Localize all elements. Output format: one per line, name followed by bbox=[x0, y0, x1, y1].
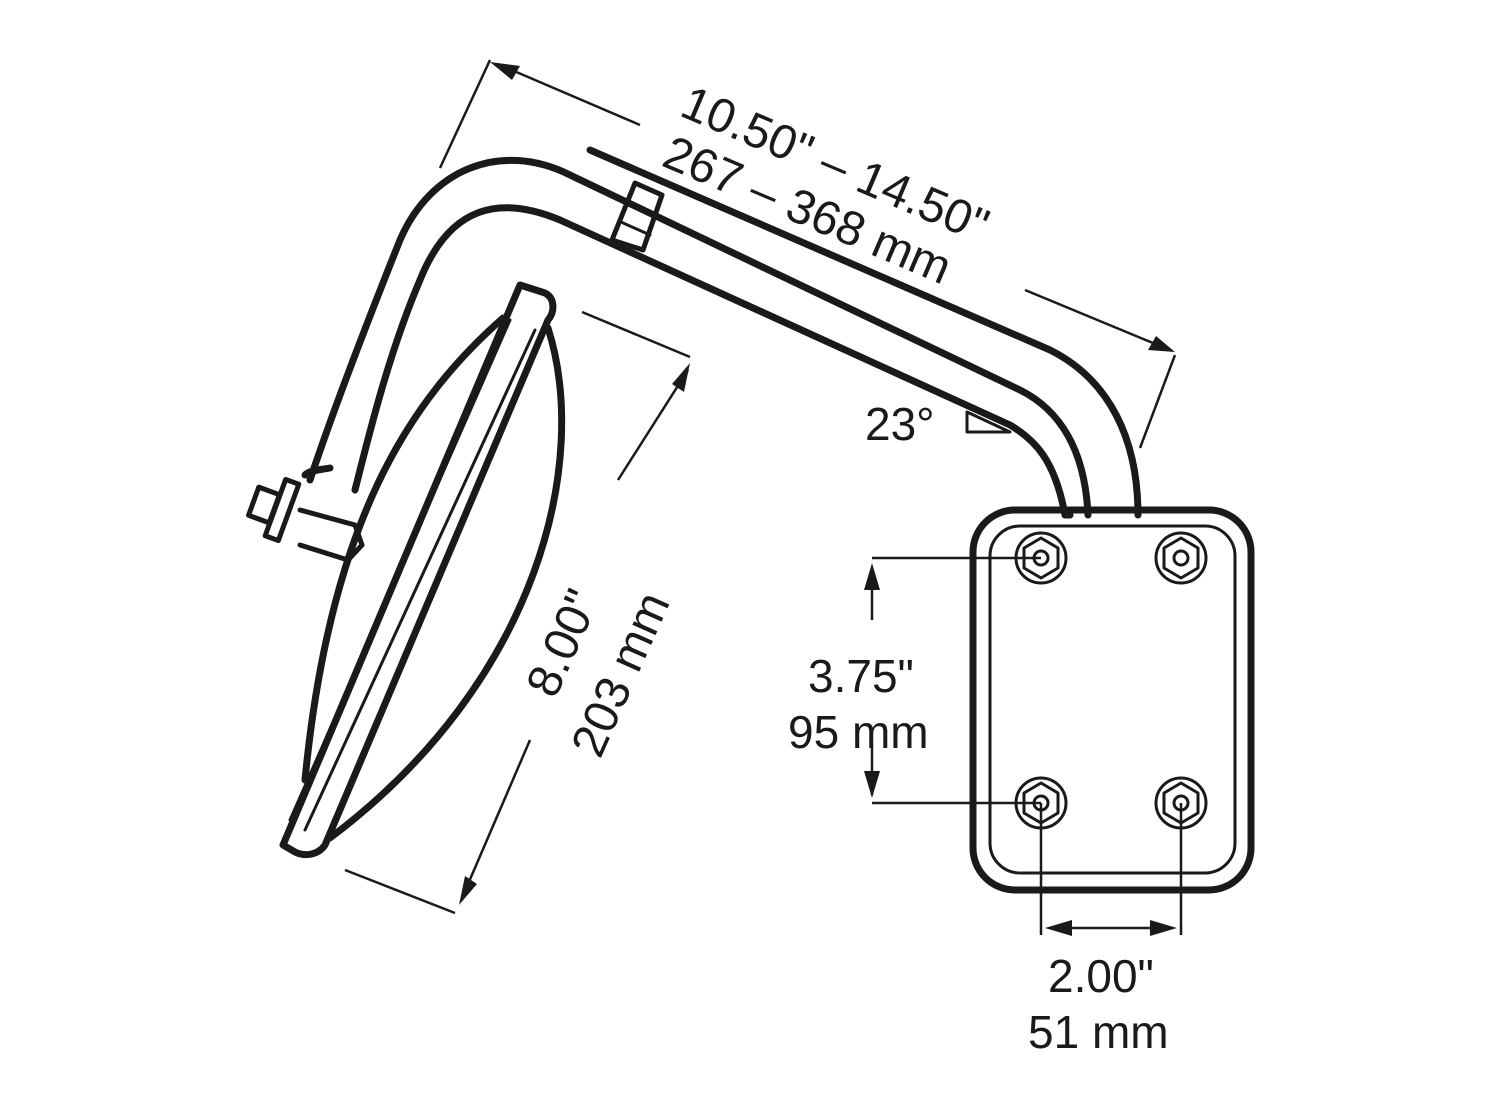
mirror-head bbox=[279, 281, 566, 859]
dimension-angle: 23° bbox=[865, 398, 1012, 450]
arm-collar bbox=[609, 180, 665, 253]
bolt-horizontal-imperial: 2.00" bbox=[1048, 950, 1154, 1002]
bolt-vertical-imperial: 3.75" bbox=[808, 650, 914, 702]
dimension-bolt-vertical: 3.75" 95 mm bbox=[788, 556, 1041, 805]
mirror-clamp bbox=[246, 464, 365, 563]
bracket-arm bbox=[306, 146, 1142, 519]
mounting-plate bbox=[969, 506, 1255, 894]
dimension-arm-length: 10.50" – 14.50" 267 – 368 mm bbox=[438, 59, 1177, 449]
bolt-vertical-metric: 95 mm bbox=[788, 706, 929, 758]
bolt-top-right bbox=[1154, 531, 1208, 585]
dimension-bolt-horizontal: 2.00" 51 mm bbox=[1028, 803, 1183, 1058]
bolt-horizontal-metric: 51 mm bbox=[1028, 1006, 1169, 1058]
angle-label: 23° bbox=[865, 398, 935, 450]
